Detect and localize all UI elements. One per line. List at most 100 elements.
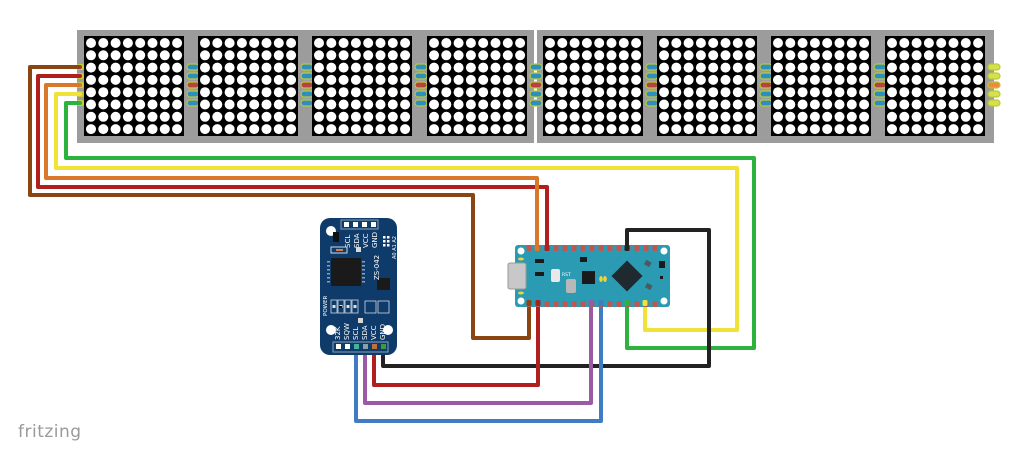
matrix-pin[interactable] [529, 90, 543, 98]
matrix-pin[interactable] [186, 99, 200, 107]
led-dot [159, 74, 170, 85]
matrix-pin[interactable] [300, 90, 314, 98]
led-dot [683, 50, 694, 61]
matrix-pin[interactable] [529, 72, 543, 80]
rtc-bottom-pin[interactable] [336, 344, 341, 349]
arduino-top-pin[interactable] [571, 245, 577, 251]
rtc-scl-wire[interactable] [354, 300, 603, 423]
led-dot [923, 74, 934, 85]
led-dot [936, 111, 947, 122]
led-dot [683, 99, 694, 110]
arduino-top-pin[interactable] [562, 245, 568, 251]
matrix-pin[interactable] [414, 81, 428, 89]
matrix-cs-wire[interactable] [54, 92, 739, 332]
rtc-bottom-pin[interactable] [354, 344, 359, 349]
arduino-top-pin[interactable] [589, 245, 595, 251]
led-dot [453, 99, 464, 110]
rtc-gnd-wire[interactable] [381, 228, 711, 368]
matrix-pin[interactable] [529, 81, 543, 89]
led-dot [122, 87, 133, 98]
matrix-pin[interactable] [414, 72, 428, 80]
led-dot [147, 50, 158, 61]
arduino-top-pin[interactable] [553, 245, 559, 251]
led-dot [110, 50, 121, 61]
matrix-pin[interactable] [759, 90, 773, 98]
matrix-pin[interactable] [759, 72, 773, 80]
arduino-top-pin[interactable] [616, 245, 622, 251]
arduino-top-pin[interactable] [598, 245, 604, 251]
matrix-pin[interactable] [186, 72, 200, 80]
matrix-pin[interactable] [759, 63, 773, 71]
matrix-pin[interactable] [873, 90, 887, 98]
arduino-top-pin[interactable] [607, 245, 613, 251]
rtc-vcc-wire[interactable] [372, 300, 540, 387]
rtc-bottom-pin[interactable] [363, 344, 368, 349]
matrix-pin[interactable] [300, 81, 314, 89]
matrix-pin[interactable] [300, 72, 314, 80]
led-dot [923, 99, 934, 110]
rtc-sda-wire[interactable] [363, 300, 593, 405]
matrix-pin[interactable] [300, 63, 314, 71]
arduino-bottom-pin[interactable] [607, 301, 613, 307]
matrix-pin[interactable] [987, 99, 1001, 107]
led-dot [478, 124, 489, 135]
matrix-pin[interactable] [759, 99, 773, 107]
arduino-top-pin[interactable] [643, 245, 649, 251]
led-dot [159, 124, 170, 135]
arduino-bottom-pin[interactable] [544, 301, 550, 307]
arduino-bottom-pin[interactable] [553, 301, 559, 307]
matrix-pin[interactable] [987, 63, 1001, 71]
arduino-bottom-pin[interactable] [616, 301, 622, 307]
arduino-bottom-pin[interactable] [634, 301, 640, 307]
matrix-pin[interactable] [987, 90, 1001, 98]
matrix-pin[interactable] [987, 72, 1001, 80]
led-dot [200, 87, 210, 98]
matrix-pin[interactable] [186, 81, 200, 89]
arduino-top-pin[interactable] [634, 245, 640, 251]
rtc-bottom-pin[interactable] [345, 344, 350, 349]
matrix-gnd-wire[interactable] [36, 74, 549, 250]
matrix-pin[interactable] [873, 63, 887, 71]
matrix-pin[interactable] [300, 99, 314, 107]
led-dot [338, 38, 349, 48]
arduino-bottom-pin[interactable] [562, 301, 568, 307]
arduino-bottom-pin[interactable] [652, 301, 658, 307]
led-dot [732, 87, 743, 98]
matrix-pin[interactable] [873, 99, 887, 107]
arduino-bottom-pin[interactable] [571, 301, 577, 307]
arduino-top-pin[interactable] [652, 245, 658, 251]
arduino-top-pin[interactable] [526, 245, 532, 251]
matrix-pin[interactable] [645, 81, 659, 89]
matrix-pin[interactable] [645, 63, 659, 71]
matrix-pin[interactable] [529, 99, 543, 107]
matrix-pin[interactable] [645, 72, 659, 80]
matrix-pin[interactable] [759, 81, 773, 89]
arduino-board[interactable]: RST [507, 245, 670, 307]
matrix-pin[interactable] [645, 99, 659, 107]
rtc-top-pin[interactable] [371, 222, 376, 227]
rtc-bottom-pin[interactable] [372, 344, 377, 349]
matrix-pin[interactable] [645, 90, 659, 98]
usb-connector[interactable] [507, 262, 527, 290]
rtc-top-pin[interactable] [362, 222, 367, 227]
matrix-pin[interactable] [873, 72, 887, 80]
matrix-pin[interactable] [414, 63, 428, 71]
matrix-vcc-wire[interactable] [28, 65, 531, 340]
rtc-top-pin[interactable] [344, 222, 349, 227]
arduino-top-pin[interactable] [580, 245, 586, 251]
matrix-pin[interactable] [873, 81, 887, 89]
matrix-pin[interactable] [529, 63, 543, 71]
matrix-pin[interactable] [414, 99, 428, 107]
matrix-pin[interactable] [414, 90, 428, 98]
reset-button[interactable] [551, 269, 560, 282]
matrix-pin[interactable] [186, 90, 200, 98]
matrix-pin[interactable] [186, 63, 200, 71]
rtc-bottom-pin[interactable] [381, 344, 386, 349]
matrix-pin[interactable] [987, 81, 1001, 89]
led-dot [822, 111, 833, 122]
matrix-clk-wire[interactable] [64, 101, 756, 350]
matrix-din-wire[interactable] [44, 83, 539, 250]
arduino-bottom-pin[interactable] [580, 301, 586, 307]
rtc-top-pin[interactable] [353, 222, 358, 227]
